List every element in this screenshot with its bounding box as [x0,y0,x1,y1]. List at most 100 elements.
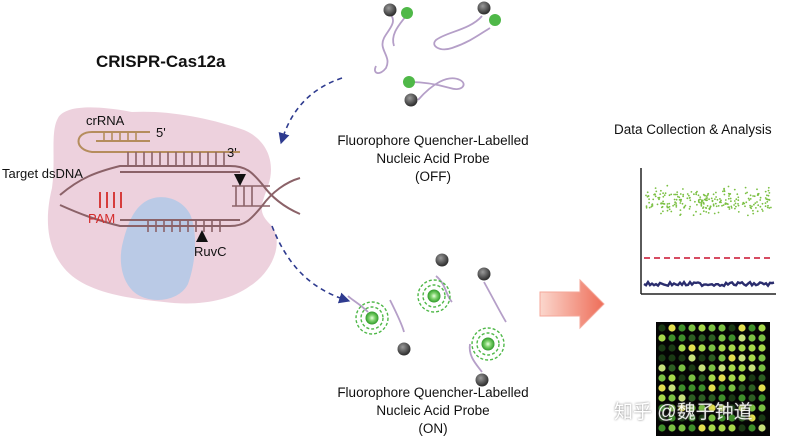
array-spot [688,394,696,402]
array-spot [748,404,756,412]
signal-point [703,203,705,205]
fluorophore-icon [403,76,415,88]
signal-point [730,207,733,209]
array-spot [658,404,666,412]
pam-site [99,192,122,208]
signal-point [645,206,648,209]
signal-point [709,205,712,208]
signal-point [756,188,758,191]
array-spot [658,424,666,432]
signal-point [681,202,684,205]
signal-point [764,205,767,208]
array-spot [728,394,736,402]
signal-point [706,199,708,202]
probe-off-group [374,13,491,101]
signal-point [747,214,749,217]
ruvc-label: RuvC [194,244,227,259]
signal-point [657,196,660,199]
fluorophore-icon [401,7,413,19]
quencher-icon [397,342,411,356]
array-spot [678,374,686,382]
array-spot [658,324,666,332]
dashed-arrow-to-complex [278,77,343,145]
right-arrow-icon [539,278,605,330]
signal-point [766,200,769,203]
array-spot [708,324,716,332]
signal-point [742,201,745,204]
crrna-label: crRNA [86,113,125,128]
signal-point [662,192,664,195]
signal-point [724,203,727,206]
signal-point [723,193,726,196]
signal-point [654,195,657,198]
signal-point [707,212,710,214]
array-spot [688,404,696,412]
signal-point [663,203,666,205]
array-spot [658,334,666,342]
array-spot [728,324,736,332]
signal-point [708,208,711,211]
array-spot [718,404,726,412]
signal-point [683,206,685,209]
signal-point [666,184,669,187]
signal-point [727,203,729,206]
array-spot [678,404,686,412]
signal-scatter [645,184,772,217]
array-spot [688,364,696,372]
signal-point [673,203,676,206]
array-spot [728,414,736,422]
probe-off-line2: Nucleic Acid Probe [376,151,490,166]
array-spot [708,364,716,372]
array-spot [708,394,716,402]
array-spot [748,324,756,332]
signal-point [705,195,708,198]
array-spot [708,354,716,362]
array-spot [708,334,716,342]
signal-point [733,200,736,202]
quencher-icon [435,253,449,267]
array-spot [688,344,696,352]
array-spot [738,394,746,402]
signal-point [759,205,762,208]
signal-point [715,191,717,194]
signal-point [687,194,690,197]
signal-point [676,191,679,194]
signal-point [764,190,767,193]
array-spot [738,364,746,372]
signal-point [705,211,708,213]
signal-point [761,210,764,212]
signal-point [734,207,736,210]
signal-point [764,197,767,199]
signal-point [761,202,764,205]
array-spot [668,344,676,352]
signal-point [733,204,735,206]
signal-point [727,185,730,188]
array-spot [728,404,736,412]
signal-point [679,202,682,204]
cas12a-complex [47,107,277,304]
signal-point [759,196,762,199]
signal-point [712,193,715,196]
signal-point [700,202,703,205]
signal-point [737,196,740,199]
array-spot [758,344,766,352]
array-spot [758,334,766,342]
signal-point [673,193,675,196]
signal-point [682,193,685,196]
signal-point [676,193,678,196]
signal-point [711,199,714,202]
signal-point [645,205,648,208]
array-spot [708,404,716,412]
signal-point [756,210,759,213]
signal-point [668,208,671,211]
target-dsdna-label: Target dsDNA [2,166,83,181]
signal-point [651,203,654,206]
signal-point [717,211,720,214]
signal-point [708,198,710,201]
signal-point [663,194,666,197]
signal-point [666,203,669,205]
signal-point [677,195,679,198]
triangle-down-icon [234,174,246,186]
signal-point [750,207,753,210]
signal-point [645,194,647,197]
